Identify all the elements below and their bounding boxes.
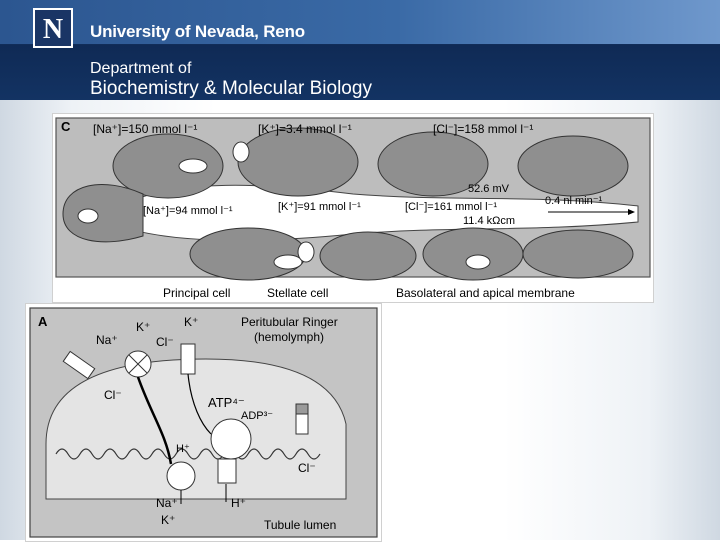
h-bottom-label: H⁺ [231,496,246,510]
resistance-label: 11.4 kΩcm [463,215,515,227]
panel-a-label: A [38,314,48,329]
cl-outside: [Cl⁻]=158 mmol l⁻¹ [433,122,533,136]
figure-c-tubule-diagram: C [Na⁺]=150 mmol l⁻¹ [K⁺]=3.4 mmol l⁻¹ [… [52,113,654,303]
cl-top-label: Cl⁻ [156,335,174,349]
atp-label: ATP⁴⁻ [208,395,245,410]
unr-logo: N [33,8,73,48]
cl-left-label: Cl⁻ [104,388,122,402]
na-top-label: Na⁺ [96,333,118,347]
na-lumen: [Na⁺]=94 mmol l⁻¹ [143,205,233,217]
cl-lumen: [Cl⁻]=161 mmol l⁻¹ [405,201,497,213]
k-channel-label: K⁺ [184,315,198,329]
na-outside: [Na⁺]=150 mmol l⁻¹ [93,122,197,136]
adp-label: ADP³⁻ [241,410,273,422]
hemolymph-label: (hemolymph) [254,330,324,344]
peritubular-label: Peritubular Ringer [241,315,338,329]
department-line-1: Department of [90,60,192,77]
k-lumen: [K⁺]=91 mmol l⁻¹ [278,201,361,213]
membrane-label: Basolateral and apical membrane [396,286,575,300]
unr-n-logo-icon: N [43,14,63,43]
principal-cell-label: Principal cell [163,286,230,300]
university-name: University of Nevada, Reno [90,22,305,41]
cl-right-label: Cl⁻ [298,461,316,475]
k-bottom-label: K⁺ [161,513,175,527]
k-top-label: K⁺ [136,320,150,334]
slide-header: N University of Nevada, Reno Department … [0,0,720,100]
panel-c-label: C [61,119,71,134]
tubule-lumen-label: Tubule lumen [264,518,336,532]
stellate-cell-label: Stellate cell [267,286,328,300]
svg-text:N: N [43,14,63,43]
k-outside: [K⁺]=3.4 mmol l⁻¹ [258,122,352,136]
h-label-inner: H⁺ [176,443,190,455]
department-line-2: Biochemistry & Molecular Biology [90,78,372,99]
flow-rate-label: 0.4 nl min⁻¹ [545,195,602,207]
figure-a-transport-diagram: A Peritubular Ringer (hemolymph) Na⁺ K⁺ … [25,303,382,542]
header-band [0,0,720,44]
voltage-label: 52.6 mV [468,183,510,195]
na-bottom-label: Na⁺ [156,496,178,510]
